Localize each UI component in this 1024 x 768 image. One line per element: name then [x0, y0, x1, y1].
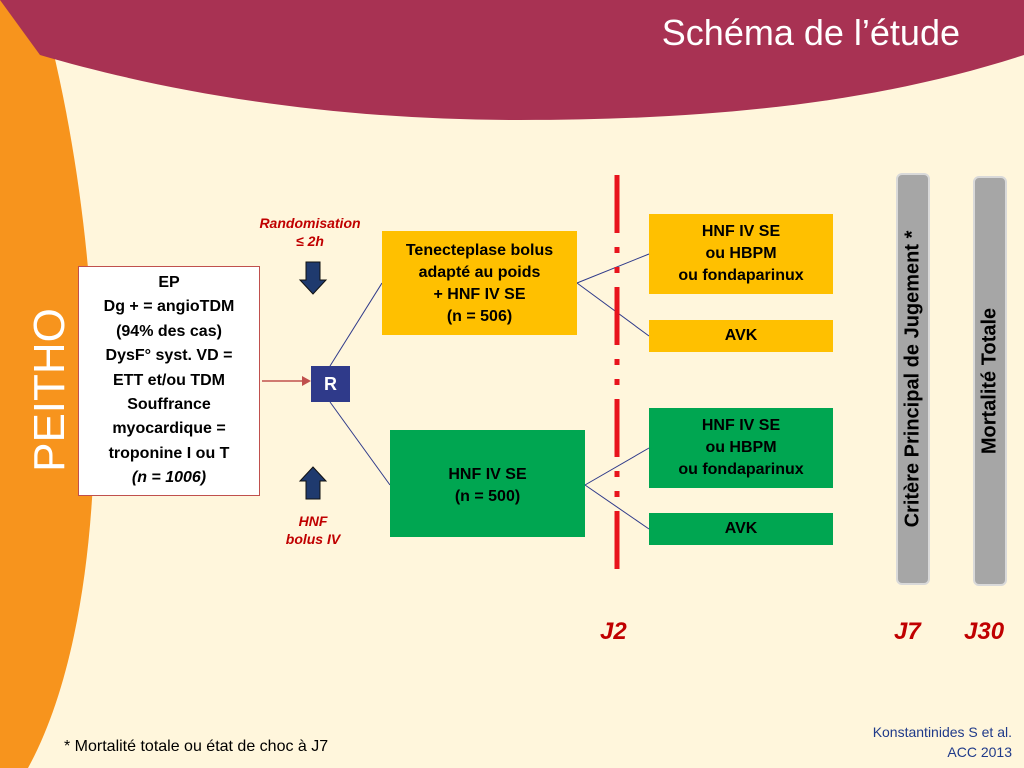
tenecteplase-line: adapté au poids	[418, 264, 541, 281]
mortality-label: Mortalité Totale	[978, 307, 1001, 455]
ep-to-r-arrowhead	[302, 376, 311, 386]
trial-name-text: PEITHO	[25, 308, 74, 472]
randomisation-arrow	[298, 261, 328, 295]
timepoint-j30: J30	[964, 618, 1005, 645]
bottom-hnf-line: HNF IV SE	[701, 417, 781, 434]
r-to-placebo-line	[329, 401, 391, 486]
side-band	[0, 0, 95, 768]
population-line: (94% des cas)	[116, 322, 222, 340]
population-line: ETT et/ou TDM	[113, 371, 225, 389]
placebo-line: HNF IV SE	[448, 466, 527, 483]
timepoint-j2: J2	[600, 618, 627, 645]
population-line: myocardique =	[112, 420, 226, 438]
bolus-route: bolus IV	[285, 531, 341, 547]
population-line: Dg + = angioTDM	[103, 298, 235, 316]
randomisation-note: Randomisation ≤ 2h	[240, 214, 380, 250]
bolus-label: HNF	[298, 513, 328, 529]
placebo-arm-box: HNF IV SE (n = 500)	[390, 430, 585, 537]
reference-authors: Konstantinides S et al.	[872, 724, 1012, 740]
tenecteplase-line: + HNF IV SE	[433, 286, 526, 303]
primary-endpoint-label: Critère Principal de Jugement *	[901, 230, 924, 528]
r-to-tenecteplase-line	[329, 282, 383, 367]
header-band	[0, 0, 1024, 120]
placebo-line: (n = 500)	[454, 488, 521, 505]
page-title: Schéma de l’étude	[661, 12, 960, 53]
top-avk-box: AVK	[649, 320, 833, 352]
primary-endpoint-bar: Critère Principal de Jugement *	[896, 173, 930, 585]
top-hnf-line: HNF IV SE	[701, 223, 781, 240]
bottom-arm-to-hnf-line	[584, 447, 650, 486]
bottom-hnf-line: ou fondaparinux	[678, 461, 804, 478]
bolus-note: HNF bolus IV	[263, 512, 363, 548]
randomisation-delay: ≤ 2h	[296, 233, 324, 249]
top-hnf-line: ou fondaparinux	[678, 267, 804, 284]
tenecteplase-arm-box: Tenecteplase bolus adapté au poids + HNF…	[382, 231, 577, 335]
bolus-arrow	[298, 466, 328, 500]
population-line: troponine I ou T	[108, 444, 230, 462]
top-arm-to-hnf-line	[576, 253, 650, 284]
population-line: EP	[158, 274, 180, 291]
randomisation-label: Randomisation	[259, 215, 361, 231]
timepoint-j7: J7	[894, 618, 921, 645]
top-hnf-box: HNF IV SE ou HBPM ou fondaparinux	[649, 214, 833, 294]
population-line: DysF° syst. VD =	[105, 347, 233, 365]
mortality-bar: Mortalité Totale	[973, 176, 1007, 586]
population-n: (n = 1006)	[131, 469, 207, 487]
reference: Konstantinides S et al. ACC 2013	[800, 722, 1012, 762]
tenecteplase-line: (n = 506)	[446, 308, 513, 325]
population-box: EP Dg + = angioTDM (94% des cas) DysF° s…	[78, 266, 260, 496]
tenecteplase-line: Tenecteplase bolus	[405, 242, 554, 259]
footnote: * Mortalité totale ou état de choc à J7	[64, 738, 329, 755]
bottom-arm-to-avk-line	[584, 484, 650, 530]
top-hnf-line: ou HBPM	[705, 245, 777, 262]
top-arm-to-avk-line	[576, 282, 650, 337]
population-line: Souffrance	[127, 396, 211, 414]
reference-meeting: ACC 2013	[947, 744, 1012, 760]
randomisation-box: R	[311, 366, 350, 402]
bottom-avk-box: AVK	[649, 513, 833, 545]
bottom-hnf-box: HNF IV SE ou HBPM ou fondaparinux	[649, 408, 833, 488]
bottom-hnf-line: ou HBPM	[705, 439, 777, 456]
